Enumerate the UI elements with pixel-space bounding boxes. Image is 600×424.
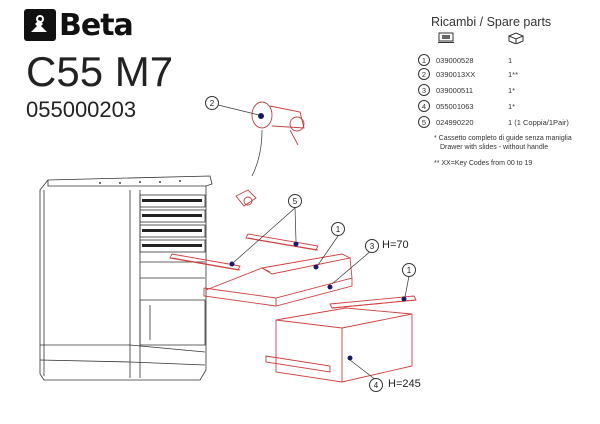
drawer-h245 [265,307,413,383]
callout-1: 1 [331,222,345,236]
parts-row: 2 0390013XX 1** [418,66,518,82]
callout-3: 3 [365,239,379,253]
slide-part-1-lower [329,295,417,309]
dim-h70: H=70 [382,239,409,251]
cabinet-drawing [39,175,213,381]
parts-row: 5 024990220 1 (1 Coppia/1Pair) [418,114,569,130]
parts-row: 4 055001063 1* [418,98,515,114]
row-number: 3 [418,84,430,96]
quantity-icon [508,32,524,44]
code-icon [438,32,454,43]
lock-part [251,101,305,146]
part-code: 024990220 [436,117,474,127]
parts-row: 1 039000528 1 [418,52,512,68]
row-number: 1 [418,54,430,66]
product-code: 055000203 [26,97,137,122]
drawer-note: * Cassetto completo di guide senza manig… [434,134,572,152]
model-title: C55 M7 [26,48,174,95]
drawer-handles [142,199,202,247]
part-code: 039000528 [436,55,474,65]
part-qty: 1 [508,55,513,65]
drawer-note-en: Drawer with slides - without handle [440,144,549,151]
row-number: 4 [418,100,430,112]
row-number: 5 [418,116,430,128]
leader-lines [217,104,410,381]
slide-part-lower [169,253,241,271]
brand-logo: Beta [24,7,134,43]
part-code: 039000511 [436,85,473,95]
callout-4: 4 [369,378,383,392]
cabinet-top-holes [99,180,181,184]
part-qty: 1* [508,101,516,111]
parts-row: 3 039000511 1* [418,82,515,98]
part-qty: 1* [508,85,516,95]
part-code: 0390013XX [436,69,476,79]
lock-marker [258,113,264,119]
callout-5: 5 [288,194,302,208]
drawer-note-it: * Cassetto completo di guide senza manig… [434,135,572,142]
beta-logo-icon [24,9,56,41]
part-code: 055001063 [436,101,474,111]
callout-2: 2 [205,96,219,110]
key-codes-note: ** XX=Key Codes from 00 to 19 [434,160,533,167]
dim-h245: H=245 [388,378,421,390]
spare-parts-title: Ricambi / Spare parts [431,15,552,29]
part-qty: 1** [508,69,519,79]
row-number: 2 [418,68,430,80]
drawer-h70 [203,253,353,307]
lock-detail [235,189,257,207]
part-qty: 1 (1 Coppia/1Pair) [508,117,569,127]
callout-1-lower: 1 [402,263,416,277]
brand-name: Beta [59,7,134,43]
